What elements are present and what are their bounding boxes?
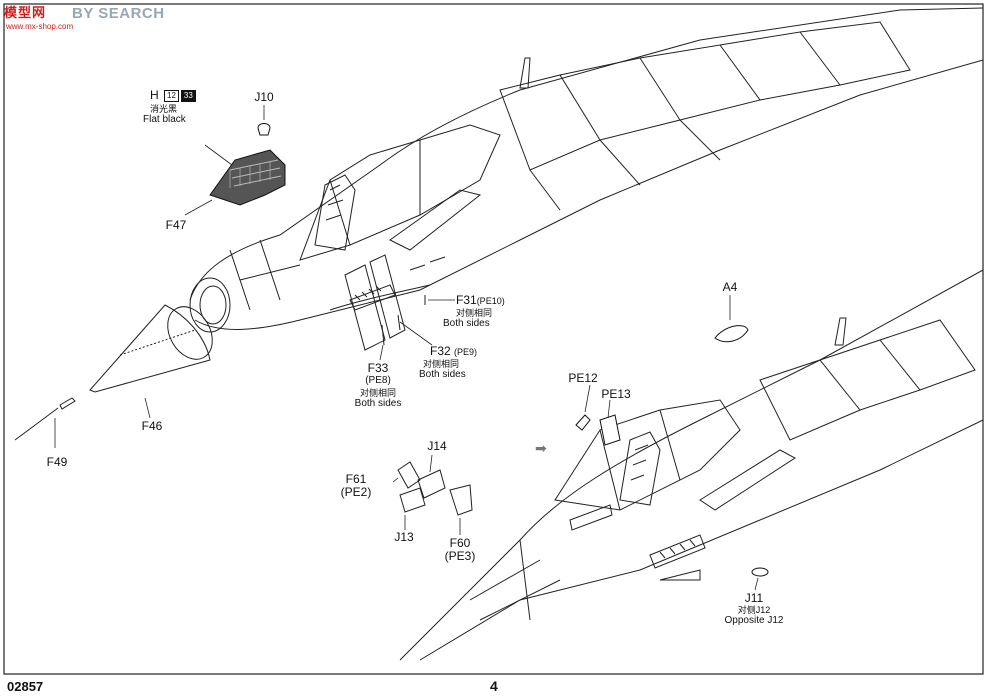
part-f49-probe [14, 397, 76, 441]
watermark-brand: BY SEARCH [72, 5, 165, 22]
model-number: 02857 [7, 679, 44, 694]
label-f33-cn: 对侧相同 [359, 388, 397, 398]
label-f33: F33 [367, 361, 389, 375]
label-j14: J14 [427, 439, 447, 453]
label-j13: J13 [394, 530, 414, 544]
label-f32-part: F32 [430, 344, 451, 358]
paint-code-letter: H [150, 88, 159, 102]
label-f32: F32 (PE9) [430, 345, 477, 358]
part-f31-f32-f33 [344, 254, 426, 351]
part-j10 [257, 123, 271, 136]
part-f46-nosecone [89, 304, 213, 393]
part-j11 [751, 567, 769, 577]
paint-chip-2: 33 [180, 89, 196, 102]
label-j10: J10 [254, 90, 274, 104]
part-pe12 [575, 414, 591, 431]
label-f32-cn: 对侧相同 [423, 359, 460, 369]
label-f60: F60 [449, 536, 471, 550]
watermark-logo: 模型网 BY SEARCH www.mx-shop.com [4, 2, 174, 36]
leader-lines-bottom [392, 295, 759, 591]
paint-chip-1: 12 [164, 89, 179, 102]
nose-intake-ring [189, 277, 231, 333]
label-f31-part: F31 [456, 293, 477, 307]
label-f33-en: Both sides [354, 398, 402, 409]
label-f31-pe: (PE10) [476, 296, 505, 306]
label-f32-en: Both sides [419, 369, 466, 380]
label-j11-en: Opposite J12 [724, 615, 784, 626]
label-j11-cn: 对侧J12 [737, 605, 771, 615]
label-f61: F61 [345, 472, 367, 486]
label-f60-pe: (PE3) [444, 549, 476, 563]
label-f61-pe: (PE2) [340, 485, 372, 499]
leader-lines-top [54, 105, 455, 448]
paint-name-cn: 消光黑 [150, 104, 178, 114]
label-f46: F46 [141, 419, 163, 433]
label-pe12: PE12 [568, 371, 598, 385]
page-border [3, 3, 984, 675]
watermark-cn-text: 模型网 [4, 5, 47, 20]
upper-fuselage-drawing [189, 7, 984, 333]
label-pe13: PE13 [601, 387, 631, 401]
label-f49: F49 [46, 455, 68, 469]
label-a4: A4 [722, 280, 738, 294]
label-f33-pe: (PE8) [365, 375, 391, 386]
lower-fuselage-drawing [399, 269, 984, 661]
paint-name-en: Flat black [143, 114, 186, 125]
part-f47-shroud [209, 149, 286, 206]
part-a4 [714, 325, 749, 343]
label-f31: F31(PE10) [456, 294, 505, 307]
label-j11: J11 [744, 591, 764, 605]
step-arrow-icon: ➡ [535, 440, 547, 456]
label-f32-pe: (PE9) [454, 347, 478, 357]
label-f47: F47 [165, 218, 187, 232]
parts-group-j13-j14-f60-f61 [397, 461, 473, 516]
watermark-url: www.mx-shop.com [6, 22, 74, 31]
label-f31-cn: 对侧相同 [456, 308, 493, 318]
part-pe13 [599, 414, 621, 446]
label-f31-en: Both sides [443, 318, 490, 329]
page-number: 4 [490, 678, 498, 694]
